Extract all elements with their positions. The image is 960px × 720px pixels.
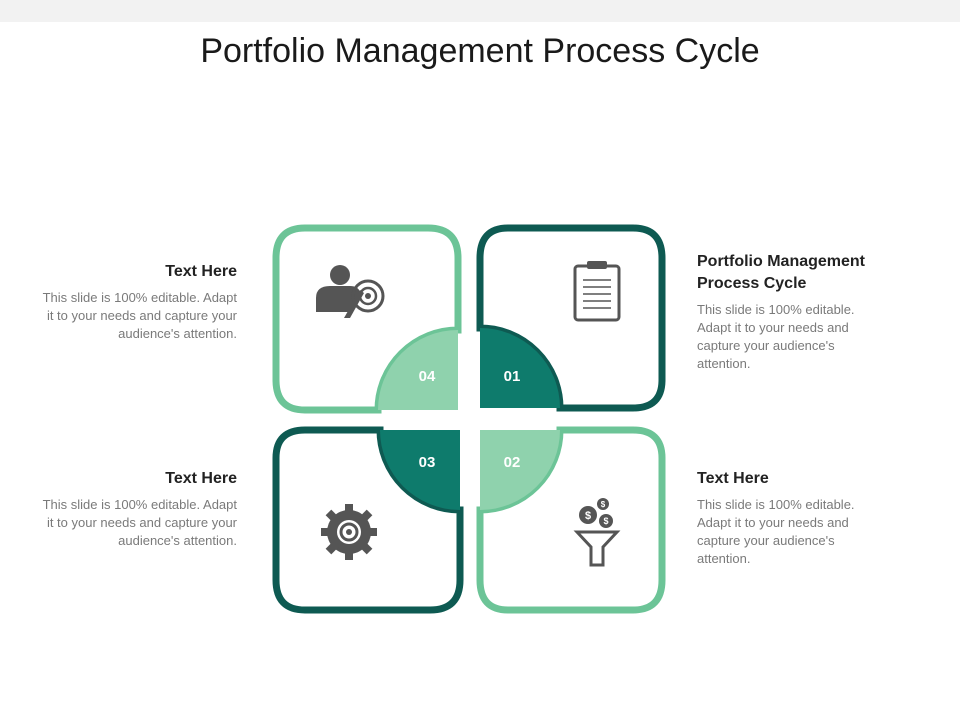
text-block-01: Portfolio Management Process Cycle This … <box>697 251 907 373</box>
quadrant-02: 02 $ $ $ <box>476 426 666 614</box>
text-block-04-body: This slide is 100% editable. Adapt it to… <box>42 290 237 341</box>
text-block-04: Text Here This slide is 100% editable. A… <box>37 261 237 343</box>
top-bar <box>0 0 960 22</box>
quadrant-04: 04 <box>272 224 462 414</box>
text-block-02-body: This slide is 100% editable. Adapt it to… <box>697 497 855 566</box>
quadrant-02-wedge <box>480 430 560 510</box>
text-block-01-body: This slide is 100% editable. Adapt it to… <box>697 302 855 371</box>
quadrant-03-wedge <box>380 430 460 510</box>
quadrant-01-wedge <box>480 328 560 408</box>
text-block-04-heading: Text Here <box>165 263 237 280</box>
slide-title: Portfolio Management Process Cycle <box>200 32 760 70</box>
quadrant-04-wedge <box>378 330 458 410</box>
svg-text:$: $ <box>601 500 606 509</box>
text-block-03: Text Here This slide is 100% editable. A… <box>37 468 237 550</box>
step-number-01: 01 <box>504 368 521 385</box>
step-number-04: 04 <box>419 368 436 385</box>
svg-text:$: $ <box>603 516 608 526</box>
clipboard-icon <box>573 261 621 322</box>
text-block-03-heading: Text Here <box>165 470 237 487</box>
quadrant-01: 01 <box>476 224 666 412</box>
money-funnel-icon: $ $ $ <box>573 498 621 567</box>
quadrant-03: 03 <box>272 426 464 614</box>
svg-text:$: $ <box>585 510 591 522</box>
user-target-icon <box>316 265 385 318</box>
text-block-02-heading: Text Here <box>697 470 769 487</box>
text-block-01-heading: Portfolio Management Process Cycle <box>697 253 866 292</box>
step-number-02: 02 <box>504 454 521 471</box>
text-block-02: Text Here This slide is 100% editable. A… <box>697 468 867 568</box>
step-number-03: 03 <box>419 454 436 471</box>
gear-icon <box>321 504 377 560</box>
text-block-03-body: This slide is 100% editable. Adapt it to… <box>42 497 237 548</box>
